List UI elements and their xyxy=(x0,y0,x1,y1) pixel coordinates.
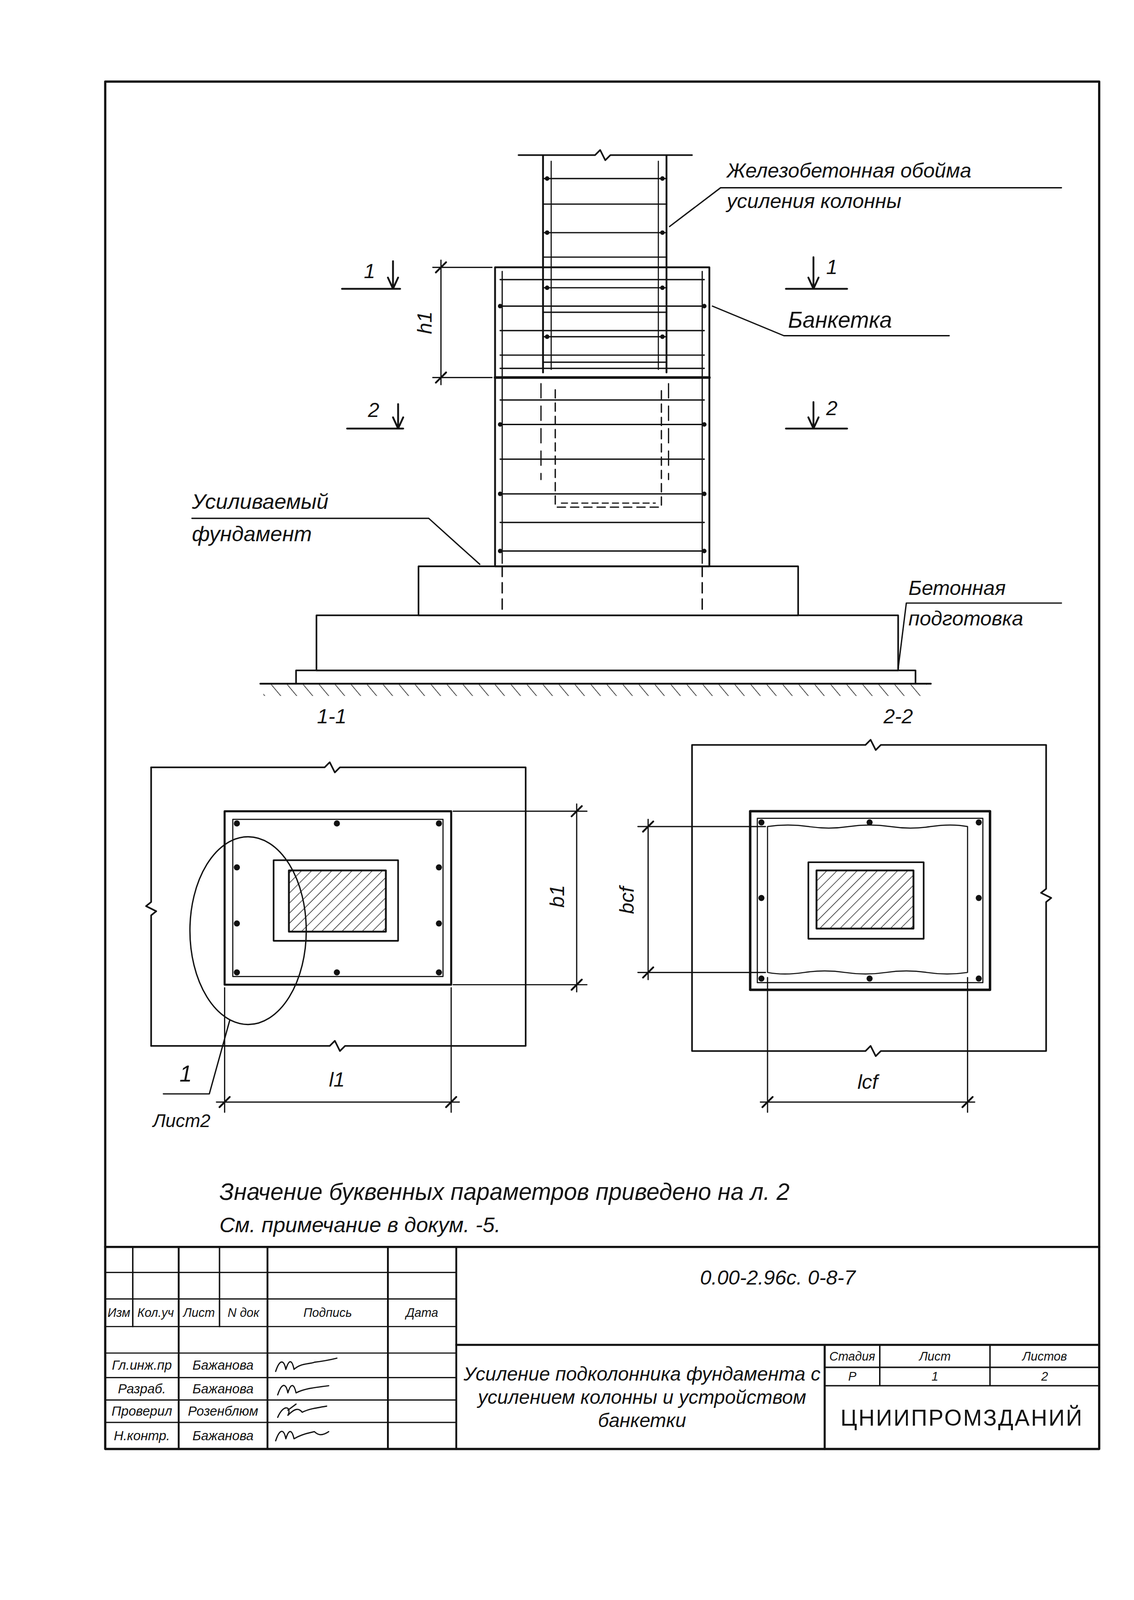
role-cell: Разраб. xyxy=(105,1378,179,1401)
callout-label: Железобетонная обойма усиления колонны xyxy=(726,155,1013,217)
note: См. примечание в докум. -5. xyxy=(219,1211,501,1238)
drawing-title: Усиление подколонника фундамента с усиле… xyxy=(461,1347,823,1448)
table-cell: 2 xyxy=(990,1367,1100,1386)
callout-label: Банкетка xyxy=(788,306,893,334)
document-code: 0.00-2.96с. 0-8-7 xyxy=(456,1247,1100,1309)
callout-number: 1 xyxy=(179,1060,192,1088)
dimension-line xyxy=(432,260,493,385)
role-cell: Проверил xyxy=(105,1400,179,1423)
dimension-label: bcf xyxy=(614,886,640,915)
callout-label: Бетонная подготовка xyxy=(908,572,1052,635)
organization-name: ЦНИИПРОМЗДАНИЙ xyxy=(824,1386,1100,1450)
table-header: Кол.уч xyxy=(132,1299,179,1328)
signatures xyxy=(275,1358,337,1442)
sheet-frame xyxy=(105,81,1099,1450)
name-cell: Бажанова xyxy=(178,1378,268,1401)
role-cell: Н.контр. xyxy=(105,1423,179,1450)
name-cell: Розенблюм xyxy=(178,1400,268,1423)
table-header: Стадия xyxy=(824,1345,880,1368)
section-marks xyxy=(341,257,848,429)
table-header: Дата xyxy=(387,1299,457,1328)
title-block xyxy=(105,1246,1099,1450)
name-cell: Бажанова xyxy=(178,1423,268,1450)
dimension-label: l1 xyxy=(328,1067,345,1093)
table-cell: 1 xyxy=(879,1367,991,1386)
sheet-reference: Лист2 xyxy=(152,1109,211,1132)
dimension-label: h1 xyxy=(412,311,438,335)
callout-label: Усиливаемый фундамент xyxy=(192,485,364,550)
role-cell: Гл.инж.пр xyxy=(105,1353,179,1379)
section-mark: 1 xyxy=(826,255,838,280)
section-mark: 2 xyxy=(826,396,838,421)
dimension-label: lcf xyxy=(857,1069,878,1095)
section-title: 1-1 xyxy=(316,704,347,729)
section-mark: 1 xyxy=(363,259,376,284)
section-mark: 2 xyxy=(367,397,380,423)
table-header: Лист xyxy=(879,1345,991,1368)
table-header: Подпись xyxy=(267,1299,388,1328)
section-1-1 xyxy=(146,762,587,1113)
section-2-2 xyxy=(637,739,1052,1113)
name-cell: Бажанова xyxy=(178,1353,268,1379)
elevation-view xyxy=(260,150,931,697)
leader-lines xyxy=(192,187,1062,669)
table-header: Лист xyxy=(178,1299,220,1328)
table-cell: Р xyxy=(824,1367,880,1386)
dimension-label: b1 xyxy=(544,884,570,908)
table-header: Листов xyxy=(990,1345,1100,1368)
table-header: N док xyxy=(219,1299,268,1328)
section-title: 2-2 xyxy=(883,704,914,729)
note: Значение буквенных параметров приведено … xyxy=(219,1178,790,1207)
table-header: Изм xyxy=(105,1299,133,1328)
